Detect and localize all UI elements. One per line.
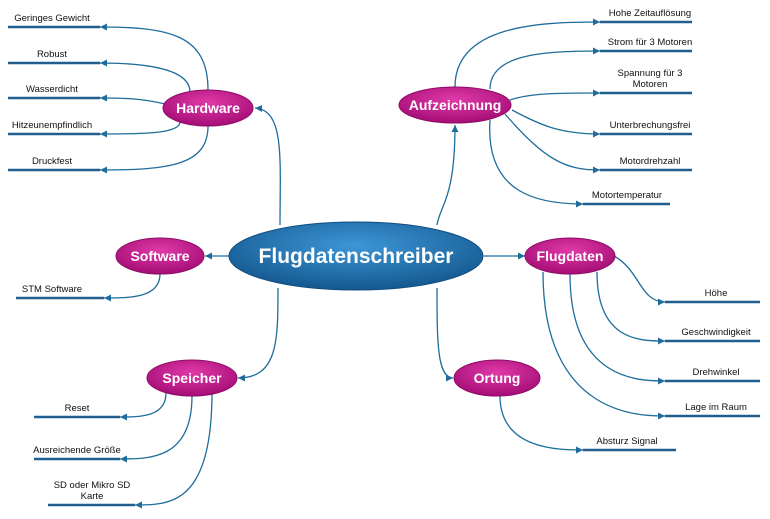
leaf-label-stm-software: STM Software — [22, 284, 82, 295]
branch-label-software: Software — [130, 248, 189, 264]
edge-speicher-to-ausreichende-groesse — [119, 395, 193, 463]
leaf-label-line-motordrehzahl-1: Motordrehzahl — [620, 156, 681, 167]
leaf-label-robust: Robust — [37, 49, 67, 60]
branch-node-ortung[interactable] — [453, 359, 541, 397]
leaf-label-line-stm-software-1: STM Software — [22, 284, 82, 295]
leaf-label-strom-fuer-3-motoren: Strom für 3 Motoren — [608, 37, 692, 48]
leaf-label-line-ausreichende-groesse-1: Ausreichende Größe — [33, 445, 121, 456]
edge-speicher-to-reset — [119, 392, 167, 421]
branch-label-speicher: Speicher — [162, 370, 222, 386]
edge-flugdaten-to-drehwinkel — [569, 273, 666, 385]
leaf-label-reset: Reset — [65, 403, 90, 414]
edge-hardware-to-hitzeunempfindlich — [99, 121, 181, 138]
edge-hardware-to-wasserdicht — [99, 94, 166, 105]
leaf-label-line-geringes-gewicht-1: Geringes Gewicht — [14, 13, 90, 24]
leaf-label-line-lage-im-raum-1: Lage im Raum — [685, 402, 747, 413]
edge-center-to-ortung — [436, 287, 454, 382]
leaf-label-line-strom-fuer-3-motoren-1: Strom für 3 Motoren — [608, 37, 692, 48]
edge-aufzeichnung-to-motortemperatur — [489, 119, 584, 208]
center-label: Flugdatenschreiber — [259, 245, 454, 268]
connector-layer — [99, 18, 666, 509]
edge-flugdaten-to-lage-im-raum — [542, 271, 666, 420]
leaf-label-unterbrechungsfrei: Unterbrechungsfrei — [610, 120, 691, 131]
leaf-label-hoehe: Höhe — [705, 288, 728, 299]
branch-node-aufzeichnung[interactable] — [398, 86, 512, 124]
leaf-label-line-spannung-fuer-3-motoren-1: Spannung für 3 — [618, 68, 683, 79]
branch-node-flugdaten[interactable] — [524, 237, 616, 275]
branch-node-hardware[interactable] — [162, 89, 254, 127]
leaf-label-line-hohe-zeitaufloesung-1: Hohe Zeitauflösung — [609, 8, 691, 19]
leaf-label-wasserdicht: Wasserdicht — [26, 84, 78, 95]
branch-label-flugdaten: Flugdaten — [537, 248, 604, 264]
leaf-label-line-drehwinkel-1: Drehwinkel — [693, 367, 740, 378]
leaf-label-absturz-signal: Absturz Signal — [596, 436, 657, 447]
edge-hardware-to-robust — [99, 59, 191, 93]
leaf-label-motortemperatur: Motortemperatur — [592, 190, 662, 201]
branch-node-speicher[interactable] — [146, 359, 238, 397]
center-node[interactable] — [228, 221, 484, 291]
node-layer: Geringes GewichtRobustWasserdichtHitzeun… — [8, 8, 760, 507]
edge-speicher-to-sd-oder-mikro-sd-karte — [134, 391, 213, 509]
leaf-label-line-druckfest-1: Druckfest — [32, 156, 72, 167]
leaf-label-lage-im-raum: Lage im Raum — [685, 402, 747, 413]
leaf-label-line-sd-oder-mikro-sd-karte-2: Karte — [81, 491, 104, 502]
leaf-label-line-spannung-fuer-3-motoren-2: Motoren — [633, 79, 668, 90]
edge-center-to-aufzeichnung — [436, 124, 459, 226]
leaf-label-hohe-zeitaufloesung: Hohe Zeitauflösung — [609, 8, 691, 19]
leaf-label-line-wasserdicht-1: Wasserdicht — [26, 84, 78, 95]
edge-aufzeichnung-to-motordrehzahl — [504, 113, 601, 174]
leaf-label-line-geschwindigkeit-1: Geschwindigkeit — [681, 327, 751, 338]
edge-aufzeichnung-to-hohe-zeitaufloesung — [454, 18, 601, 88]
leaf-label-line-robust-1: Robust — [37, 49, 67, 60]
leaf-label-line-hitzeunempfindlich-1: Hitzeunempfindlich — [12, 120, 92, 131]
branch-label-ortung: Ortung — [474, 370, 521, 386]
leaf-label-geringes-gewicht: Geringes Gewicht — [14, 13, 90, 24]
edge-hardware-to-druckfest — [99, 125, 209, 174]
edge-aufzeichnung-to-unterbrechungsfrei — [511, 109, 601, 138]
branch-label-hardware: Hardware — [176, 100, 240, 116]
edge-software-to-stm-software — [103, 273, 161, 302]
leaf-label-line-reset-1: Reset — [65, 403, 90, 414]
edge-hardware-to-geringes-gewicht — [99, 23, 209, 91]
branch-label-aufzeichnung: Aufzeichnung — [409, 97, 502, 113]
edge-aufzeichnung-to-spannung-fuer-3-motoren — [509, 89, 601, 101]
leaf-label-ausreichende-groesse: Ausreichende Größe — [33, 445, 121, 456]
edge-center-to-hardware — [254, 104, 281, 226]
leaf-label-line-hoehe-1: Höhe — [705, 288, 728, 299]
leaf-label-drehwinkel: Drehwinkel — [693, 367, 740, 378]
edge-flugdaten-to-geschwindigkeit — [596, 271, 666, 345]
edge-flugdaten-to-hoehe — [613, 255, 666, 306]
edge-ortung-to-absturz-signal — [499, 395, 584, 454]
branch-node-software[interactable] — [115, 237, 205, 275]
leaf-label-line-absturz-signal-1: Absturz Signal — [596, 436, 657, 447]
leaf-label-hitzeunempfindlich: Hitzeunempfindlich — [12, 120, 92, 131]
leaf-label-druckfest: Druckfest — [32, 156, 72, 167]
leaf-label-line-motortemperatur-1: Motortemperatur — [592, 190, 662, 201]
leaf-label-motordrehzahl: Motordrehzahl — [620, 156, 681, 167]
leaf-label-line-sd-oder-mikro-sd-karte-1: SD oder Mikro SD — [54, 480, 131, 491]
edge-center-to-speicher — [237, 287, 279, 382]
edge-aufzeichnung-to-strom-fuer-3-motoren — [489, 47, 601, 90]
leaf-label-line-unterbrechungsfrei-1: Unterbrechungsfrei — [610, 120, 691, 131]
leaf-label-geschwindigkeit: Geschwindigkeit — [681, 327, 751, 338]
